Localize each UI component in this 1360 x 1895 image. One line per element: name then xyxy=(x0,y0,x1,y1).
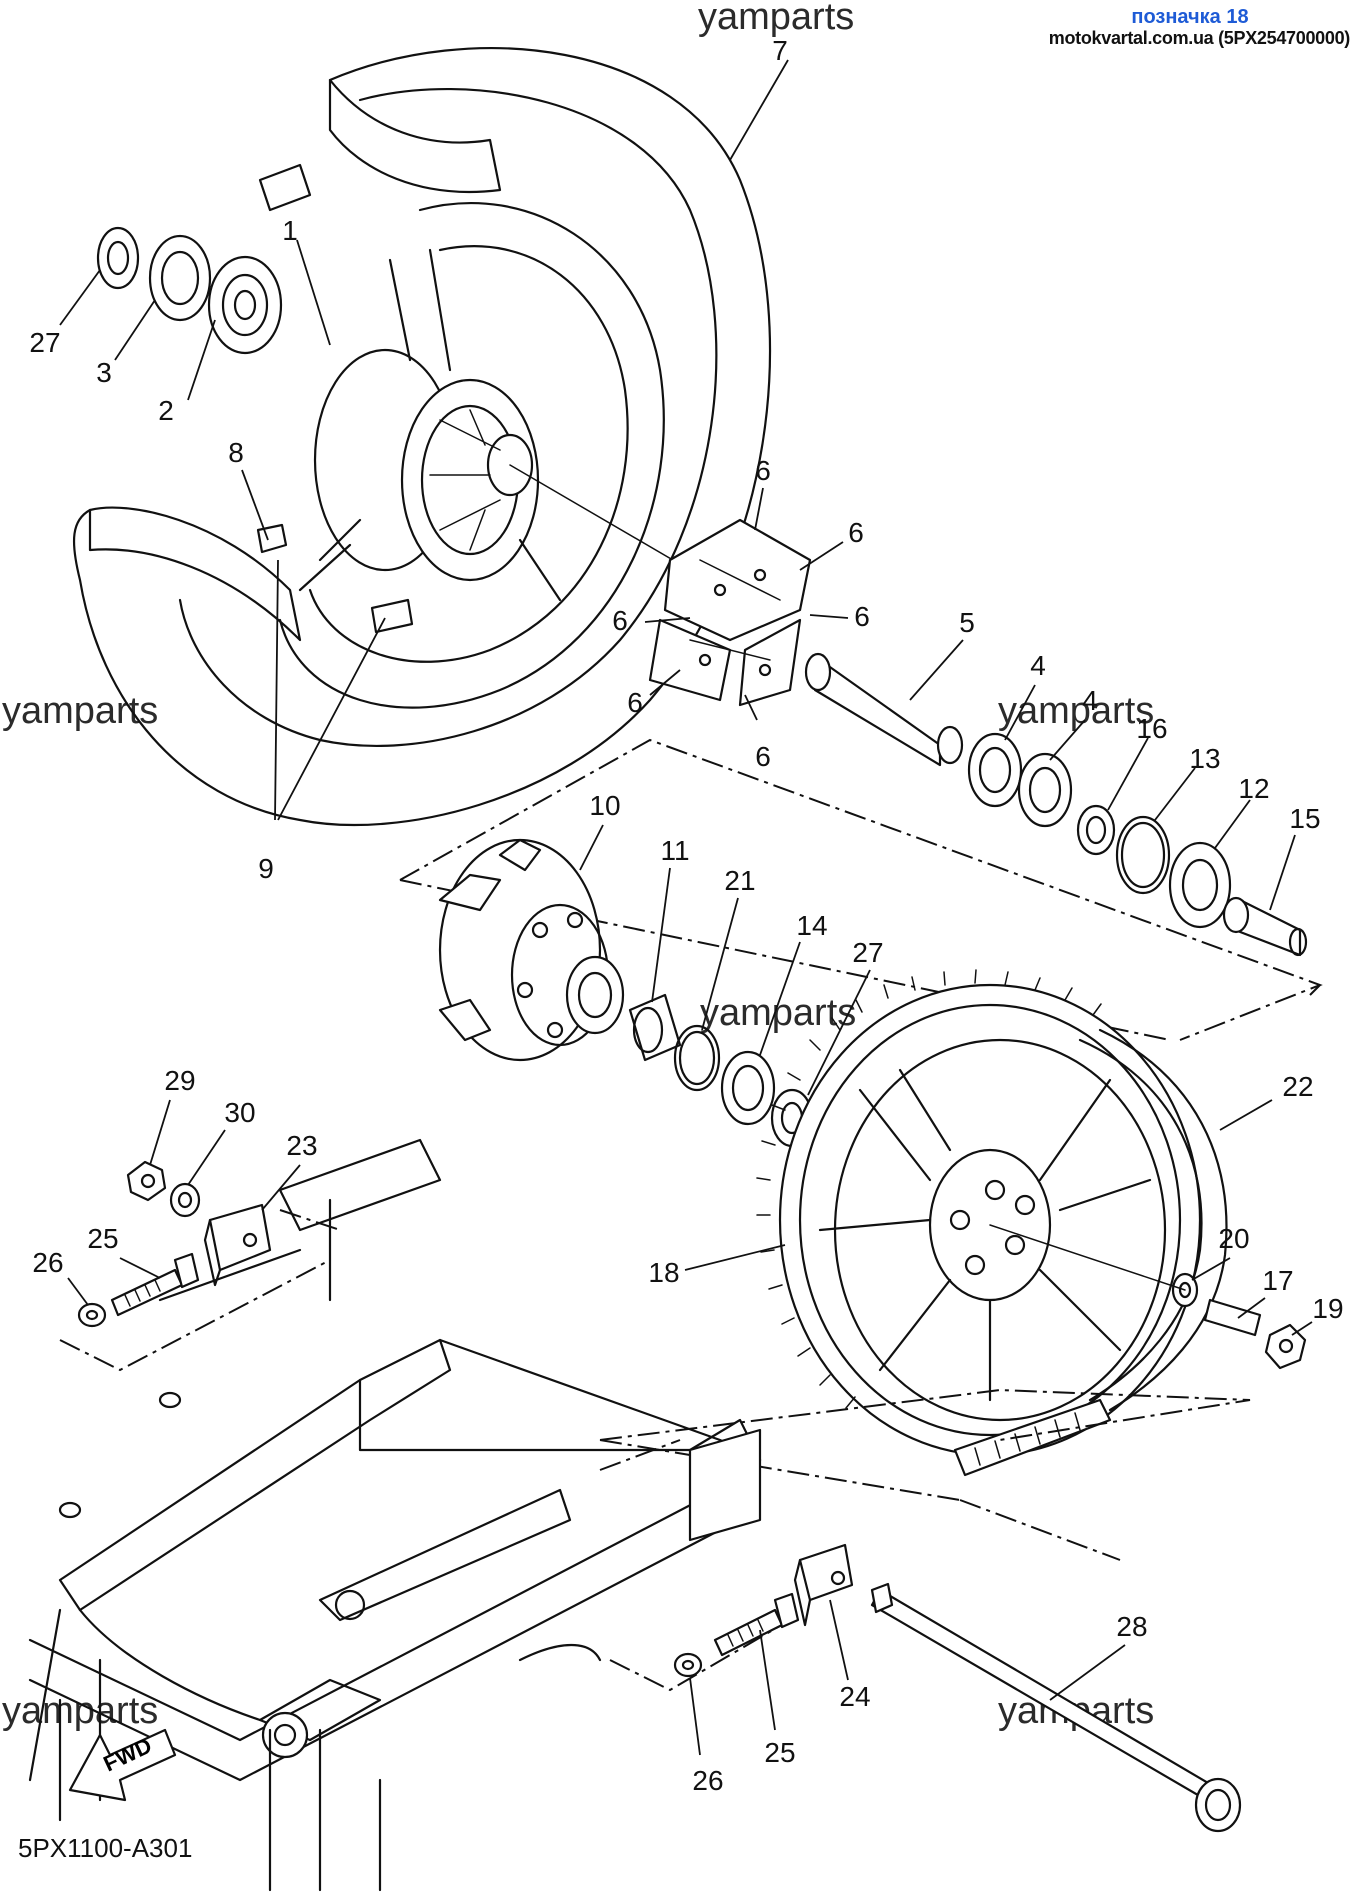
watermark: yamparts xyxy=(700,992,857,1034)
callout-6: 6 xyxy=(612,605,628,636)
tire-cut-top xyxy=(328,78,502,194)
oil-seal-12 xyxy=(1168,841,1232,929)
collar-27 xyxy=(96,226,140,290)
tire-outer xyxy=(72,47,772,826)
callout-9: 9 xyxy=(258,853,274,884)
callouts: 7 1 27 3 2 8 9 6 6 6 6 6 6 5 4 4 16 13 1… xyxy=(29,35,1343,1796)
nut-26b xyxy=(673,1652,703,1678)
callout-25: 25 xyxy=(87,1223,118,1254)
callout-11: 11 xyxy=(660,835,689,866)
leader-lines xyxy=(59,59,1313,1756)
sprocket-hub-parts xyxy=(628,993,814,1148)
callout-24: 24 xyxy=(839,1681,870,1712)
watermark: yamparts xyxy=(998,690,1155,732)
bearing-4a xyxy=(967,732,1023,808)
bearing-2 xyxy=(207,255,283,355)
tire-inner xyxy=(178,87,718,747)
callout-27: 27 xyxy=(29,327,60,358)
swingarm xyxy=(28,1138,762,1892)
bearing-11 xyxy=(628,993,682,1062)
rear-wheel-assembly xyxy=(72,47,772,826)
callout-6: 6 xyxy=(854,601,870,632)
callout-6: 6 xyxy=(627,687,643,718)
callout-25: 25 xyxy=(764,1737,795,1768)
balance-weight xyxy=(370,598,414,634)
rim-edge-inner xyxy=(308,245,629,663)
callout-4: 4 xyxy=(1030,650,1046,681)
balance-weight-clip xyxy=(256,523,288,554)
callout-30: 30 xyxy=(224,1097,255,1128)
callout-10: 10 xyxy=(589,790,620,821)
callout-15: 15 xyxy=(1289,803,1320,834)
circlip-13 xyxy=(1115,815,1171,895)
callout-3: 3 xyxy=(96,357,112,388)
callout-19: 19 xyxy=(1312,1293,1343,1324)
callout-12: 12 xyxy=(1238,773,1269,804)
callout-27: 27 xyxy=(852,937,883,968)
callout-28: 28 xyxy=(1116,1611,1147,1642)
callout-23: 23 xyxy=(286,1130,317,1161)
valve-stem xyxy=(258,163,312,212)
adjuster-right xyxy=(673,1543,854,1678)
nut-29 xyxy=(126,1160,167,1202)
callout-8: 8 xyxy=(228,437,244,468)
hub-face xyxy=(400,378,540,582)
left-hub-parts xyxy=(96,226,283,355)
bearing-4b xyxy=(1017,752,1073,828)
nut-26a xyxy=(77,1302,107,1328)
callout-26: 26 xyxy=(32,1247,63,1278)
bolt-25b xyxy=(713,1608,784,1657)
callout-1: 1 xyxy=(282,215,298,246)
spacer-5 xyxy=(804,652,964,767)
watermark: yamparts xyxy=(2,1690,159,1732)
nut-19 xyxy=(1264,1323,1307,1370)
drive-belt-22 xyxy=(953,1028,1228,1477)
adjuster-23 xyxy=(208,1203,272,1272)
callout-22: 22 xyxy=(1282,1071,1313,1102)
right-hub-parts xyxy=(967,732,1308,957)
bolt-17 xyxy=(1203,1298,1262,1337)
adjuster-24 xyxy=(798,1543,854,1602)
diagram-title: позначка 18 xyxy=(1131,6,1249,28)
callout-6: 6 xyxy=(755,455,771,486)
callout-6: 6 xyxy=(755,741,771,772)
oil-seal-3 xyxy=(148,234,212,322)
fwd-arrow: FWD xyxy=(68,1728,177,1802)
diagram-source: motokvartal.com.ua (5PX254700000) xyxy=(1048,28,1351,48)
adjuster-bolt-left xyxy=(77,1252,200,1328)
tire-cut-left xyxy=(88,506,302,642)
rear-axle-28 xyxy=(870,1582,1242,1833)
callout-20: 20 xyxy=(1218,1223,1249,1254)
callout-18: 18 xyxy=(648,1257,679,1288)
callout-4: 4 xyxy=(1082,685,1098,716)
circlip-21 xyxy=(673,1024,721,1092)
callout-13: 13 xyxy=(1189,743,1220,774)
washer-30 xyxy=(169,1182,201,1218)
callout-7: 7 xyxy=(772,35,788,66)
callout-21: 21 xyxy=(724,865,755,896)
callout-16: 16 xyxy=(1136,713,1167,744)
wheel-damper-6 xyxy=(648,518,812,707)
callout-17: 17 xyxy=(1262,1265,1293,1296)
rear-pulley-18 xyxy=(756,969,1202,1457)
wheel-spoke xyxy=(298,248,562,602)
watermark: yamparts xyxy=(698,0,855,38)
callout-2: 2 xyxy=(158,395,174,426)
rim-edge xyxy=(278,201,665,709)
pulley-bolts xyxy=(989,1224,1307,1370)
diagram-code: 5PX1100-A301 xyxy=(18,1833,193,1863)
clutch-hub-10 xyxy=(438,838,625,1062)
adjuster-left xyxy=(126,1160,272,1287)
callout-29: 29 xyxy=(164,1065,195,1096)
callout-14: 14 xyxy=(796,910,827,941)
callout-6: 6 xyxy=(848,517,864,548)
oil-seal-14 xyxy=(720,1050,776,1126)
collar-16 xyxy=(1076,804,1116,856)
callout-26: 26 xyxy=(692,1765,723,1796)
callout-5: 5 xyxy=(959,607,975,638)
bolt-25a xyxy=(110,1268,184,1317)
